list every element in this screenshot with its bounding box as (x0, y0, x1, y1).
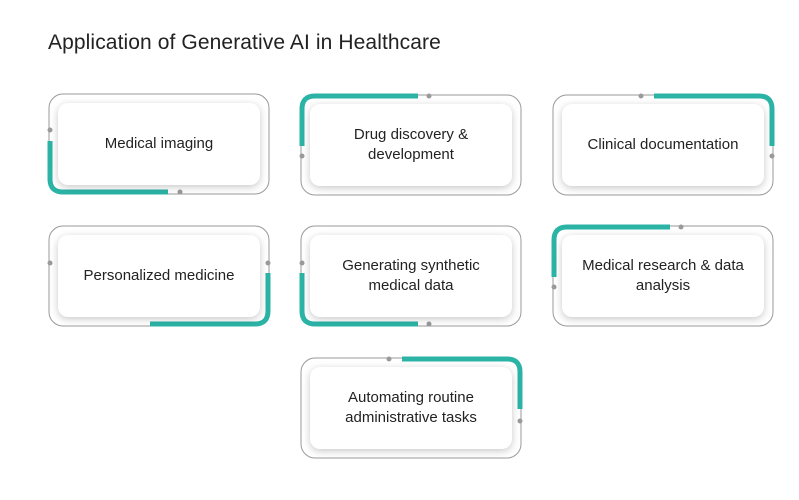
card-label: Clinical documentation (587, 136, 739, 153)
card-medical-research: Medical research & data analysis (551, 224, 774, 327)
card-label: Drug discovery & development (353, 126, 469, 163)
card-frame (300, 356, 523, 459)
card-medical-imaging: Medical imaging (47, 93, 270, 195)
card-label: Automating routine administrative tasks (345, 389, 477, 426)
card-clinical-documentation: Clinical documentation (552, 93, 775, 196)
card-label: Medical research & data analysis (582, 257, 744, 294)
card-content: Clinical documentation (562, 104, 764, 186)
card-content: Drug discovery & development (310, 104, 512, 186)
card-frame (47, 93, 270, 195)
card-drug-discovery: Drug discovery & development (299, 93, 522, 196)
card-frame (299, 93, 522, 196)
card-content: Automating routine administrative tasks (310, 367, 512, 449)
card-label: Medical imaging (104, 135, 214, 152)
page-title: Application of Generative AI in Healthca… (48, 31, 441, 54)
card-label: Generating synthetic medical data (342, 257, 480, 294)
card-frame (552, 93, 775, 196)
card-frame (47, 225, 271, 327)
card-content: Generating synthetic medical data (310, 235, 512, 317)
card-content: Medical imaging (58, 103, 260, 185)
card-content: Medical research & data analysis (562, 235, 764, 317)
card-content: Personalized medicine (58, 235, 260, 317)
card-administrative-tasks: Automating routine administrative tasks (300, 356, 523, 459)
card-frame (299, 225, 522, 327)
card-frame (551, 224, 774, 327)
card-personalized-medicine: Personalized medicine (47, 225, 271, 327)
card-synthetic-data: Generating synthetic medical data (299, 225, 522, 327)
card-label: Personalized medicine (83, 267, 235, 284)
